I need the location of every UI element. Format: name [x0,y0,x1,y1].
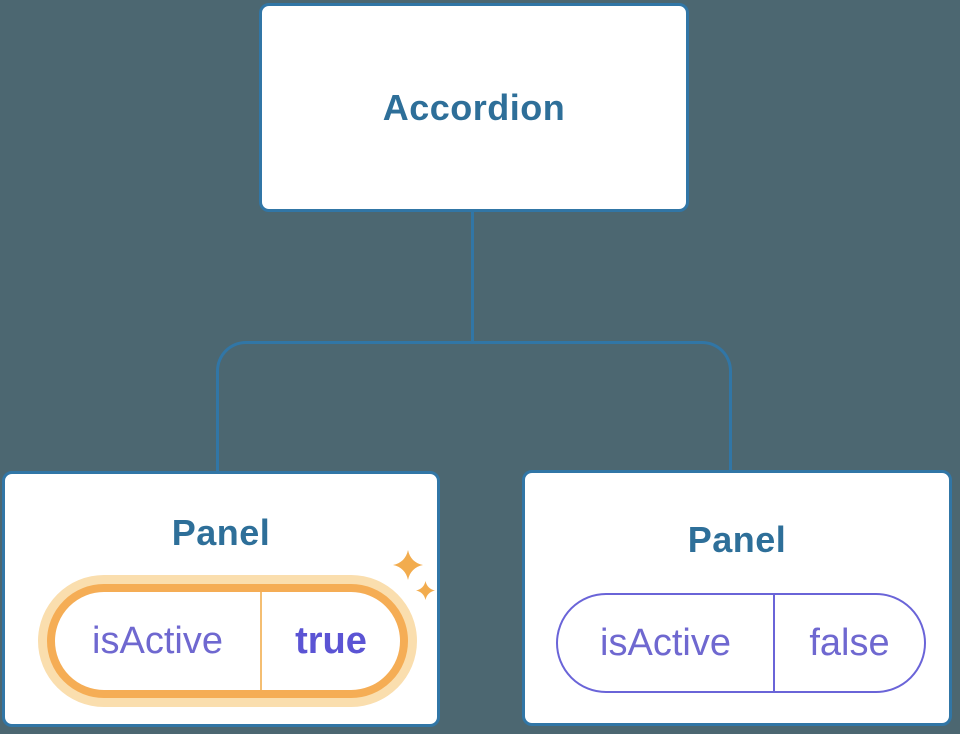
accordion-node: Accordion [259,3,689,212]
tree-connector-branch [216,341,732,471]
sparkle-icon-small [416,581,435,600]
state-key: isActive [92,619,223,662]
tree-connector-stem [471,212,474,344]
accordion-node-label: Accordion [382,86,566,128]
state-key: isActive [600,621,731,664]
panel-title: Panel [687,519,787,560]
state-pill-active: isActive true [47,584,408,698]
panel-title: Panel [171,512,271,553]
state-value: false [773,595,924,691]
state-value: true [260,592,400,690]
sparkle-icon-large [393,550,423,580]
state-pill-inactive: isActive false [556,593,926,693]
panel-node-inactive: Panel isActive false [522,470,952,726]
panel-node-active: Panel isActive true [2,471,440,727]
